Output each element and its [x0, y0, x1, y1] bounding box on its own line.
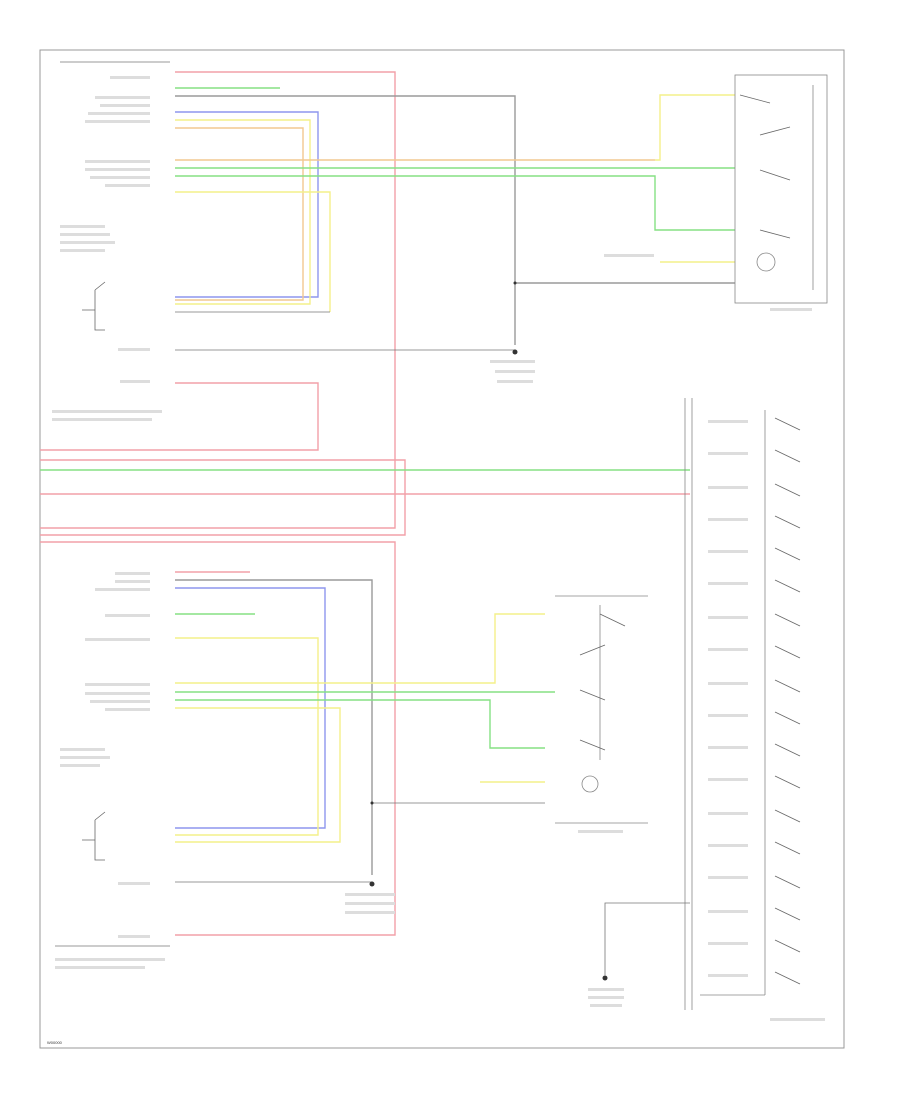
- diagram-code: W00000: [47, 1040, 63, 1045]
- wire-orange-upper: [175, 127, 304, 301]
- wire-red-crossing: [40, 459, 406, 536]
- ground-point-bottom: [602, 975, 608, 981]
- wire-yellow-upper: [175, 119, 311, 305]
- wire-gray-ground-upper: [175, 95, 516, 345]
- wire-yellow-short-upper: [175, 191, 331, 312]
- wire-green-long-lower-2: [175, 699, 545, 749]
- wire-yellow-long-lower: [175, 613, 545, 684]
- ground-point-lower: [369, 881, 375, 887]
- wire-yellow-short-lower: [175, 707, 341, 843]
- diagram-border: [39, 49, 845, 1049]
- seat-position-sensor-lower: [82, 811, 106, 861]
- wire-battery-upper: [40, 71, 396, 529]
- wire-ground-bottom: [604, 902, 690, 975]
- wire-battery-middle: [40, 382, 319, 451]
- wire-yellow-switch-top: [655, 94, 735, 161]
- left-rear-seat-switch: [555, 595, 648, 833]
- wire-gray-lower: [175, 579, 373, 875]
- wire-yellow-lower: [175, 637, 319, 836]
- wire-red-lower-loop: [40, 541, 396, 936]
- ground-point-upper: [512, 349, 518, 355]
- lower-left-connector-block: [55, 572, 395, 969]
- memory-switch-column: [684, 398, 825, 1021]
- wire-blue-upper: [175, 111, 319, 298]
- wire-green-long-upper-2: [175, 175, 735, 231]
- right-rear-seat-switch: [734, 74, 828, 311]
- seat-position-sensor-upper: [82, 281, 106, 331]
- upper-left-connector-block: [60, 61, 170, 351]
